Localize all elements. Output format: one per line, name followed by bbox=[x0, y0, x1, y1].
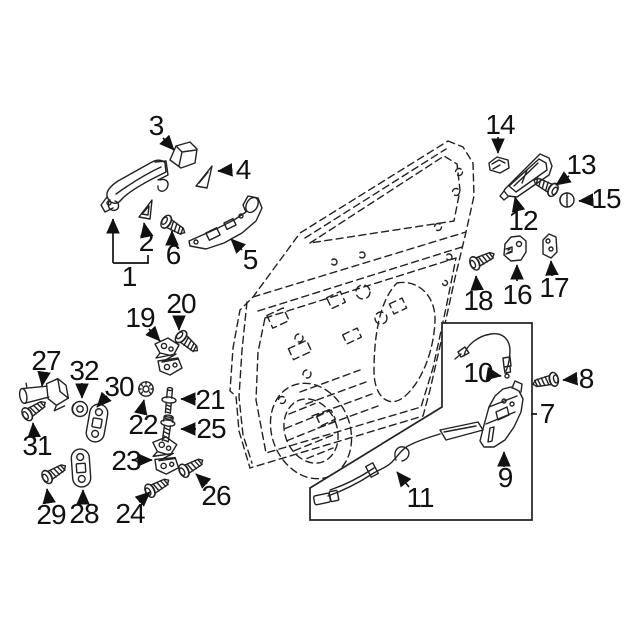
part-callout-6: 6 bbox=[165, 239, 182, 270]
part-callout-12: 12 bbox=[508, 205, 538, 236]
part-8-screw-drawing bbox=[530, 370, 561, 392]
part-callout-19: 19 bbox=[125, 302, 155, 333]
door-panel-drawing bbox=[229, 140, 475, 480]
part-callout-18: 18 bbox=[463, 285, 493, 316]
part-11-cable-drawing bbox=[312, 421, 484, 506]
part-callout-5: 5 bbox=[242, 244, 259, 275]
part-29-screw-drawing bbox=[38, 459, 70, 487]
part-20-screw-drawing bbox=[172, 327, 203, 357]
callout-arrows bbox=[27, 134, 594, 507]
part-12-interior-bezel-drawing bbox=[499, 153, 553, 201]
part-callout-28: 28 bbox=[69, 498, 99, 529]
part-15-cap-drawing bbox=[559, 192, 575, 208]
part-22-push-nut-drawing bbox=[138, 381, 154, 397]
part-callout-21: 21 bbox=[195, 384, 225, 415]
part-callout-30: 30 bbox=[104, 371, 134, 402]
part-callout-9: 9 bbox=[497, 462, 514, 493]
part-callout-8: 8 bbox=[578, 363, 595, 394]
part-callout-11: 11 bbox=[406, 482, 434, 513]
part-callout-20: 20 bbox=[166, 288, 196, 319]
part-callout-26: 26 bbox=[201, 480, 231, 511]
part-30-striker-plate-drawing bbox=[84, 402, 110, 444]
part-1-exterior-handle-drawing bbox=[100, 159, 169, 213]
part-32-grommet-drawing bbox=[71, 400, 89, 418]
part-callout-17: 17 bbox=[539, 272, 569, 303]
part-4-handle-cover-drawing bbox=[195, 165, 213, 189]
part-callout-7: 7 bbox=[539, 398, 556, 429]
part-callout-2: 2 bbox=[138, 226, 155, 257]
part-9-latch-drawing bbox=[479, 380, 524, 448]
latch-inset-box bbox=[309, 322, 533, 521]
part-callout-3: 3 bbox=[148, 110, 165, 141]
part-3-handle-cap-drawing bbox=[169, 141, 198, 169]
part-21-stud-bolt-drawing bbox=[161, 386, 177, 414]
part-callout-10: 10 bbox=[463, 357, 493, 388]
part-callout-24: 24 bbox=[115, 498, 145, 529]
part-callout-23: 23 bbox=[111, 445, 141, 476]
part-callout-27: 27 bbox=[31, 345, 61, 376]
part-callout-16: 16 bbox=[502, 279, 532, 310]
part-callout-22: 22 bbox=[128, 409, 158, 440]
part-26-bolt-drawing bbox=[175, 453, 207, 480]
part-28-striker-plate-drawing bbox=[69, 447, 93, 489]
part-callout-31: 31 bbox=[22, 430, 52, 461]
part-callout-15: 15 bbox=[591, 183, 621, 214]
part-14-clip-drawing bbox=[488, 156, 510, 174]
part-callout-14: 14 bbox=[485, 109, 515, 140]
part-6-screw-drawing bbox=[157, 212, 189, 240]
part-2-gasket-drawing bbox=[138, 199, 153, 220]
part-10-cable-drawing bbox=[454, 333, 512, 379]
part-callout-25: 25 bbox=[196, 413, 226, 444]
part-callout-32: 32 bbox=[69, 355, 99, 386]
part-16-bracket-drawing bbox=[503, 235, 527, 262]
part-19-upper-hinge-drawing bbox=[154, 337, 183, 376]
part-callout-13: 13 bbox=[566, 149, 596, 180]
callout-1-bracket bbox=[113, 255, 149, 264]
part-27-door-check-drawing bbox=[18, 377, 70, 412]
part-18-screw-drawing bbox=[467, 247, 498, 273]
part-5-handle-reinforcement-drawing bbox=[188, 195, 263, 250]
part-callout-1: 1 bbox=[121, 261, 138, 292]
part-callout-4: 4 bbox=[235, 154, 252, 185]
part-23-lower-hinge-drawing bbox=[150, 435, 181, 476]
part-17-plate-drawing bbox=[542, 233, 558, 259]
part-callout-29: 29 bbox=[36, 499, 66, 530]
